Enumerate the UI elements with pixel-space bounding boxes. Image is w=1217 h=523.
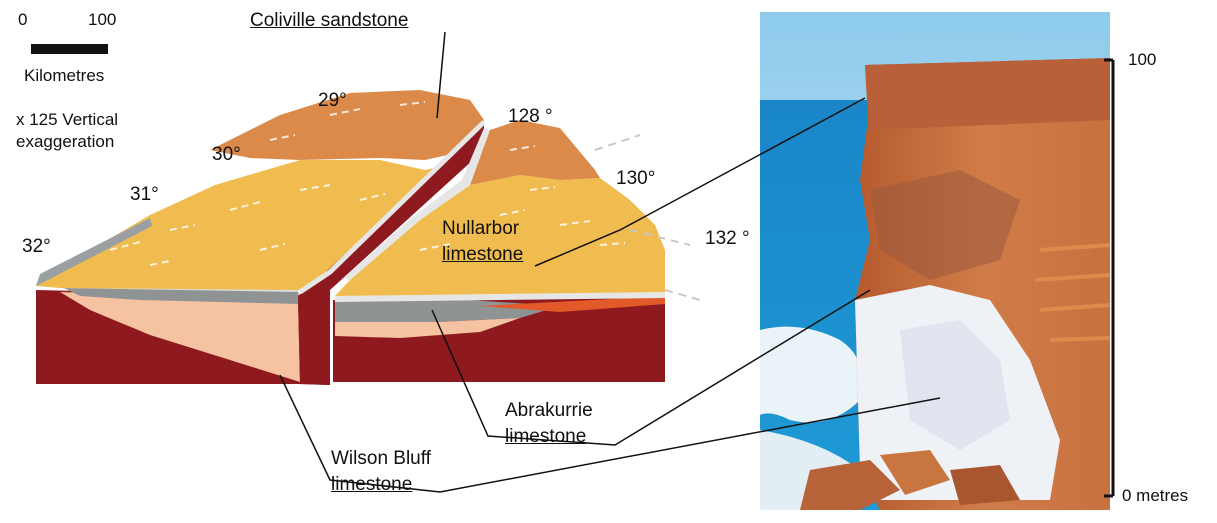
latitude-32: 32° [22, 236, 51, 258]
wilson-bluff-label-line1: Wilson Bluff [331, 448, 431, 470]
longitude-130: 130° [616, 168, 655, 190]
latitude-29: 29° [318, 90, 347, 112]
exaggeration-line2: exaggeration [16, 132, 114, 152]
wilson-bluff-label-line2: limestone [331, 474, 412, 496]
abrakurrie-label-line2: limestone [505, 426, 586, 448]
nullarbor-label-line1: Nullarbor [442, 218, 519, 240]
scale-bar-unit: Kilometres [24, 66, 104, 86]
scale-bar [31, 44, 108, 54]
latitude-30: 30° [212, 144, 241, 166]
scale-bar-end: 100 [88, 10, 116, 30]
right-coliville-cap [470, 120, 600, 185]
exaggeration-line1: x 125 Vertical [16, 110, 118, 130]
latitude-31: 31° [130, 184, 159, 206]
coliville-sandstone-label: Coliville sandstone [250, 10, 408, 32]
longitude-128: 128 ° [508, 106, 553, 128]
cliff-scale-top: 100 [1128, 50, 1156, 70]
left-coliville-cap [210, 90, 484, 160]
longitude-132: 132 ° [705, 228, 750, 250]
abrakurrie-label-line1: Abrakurrie [505, 400, 593, 422]
scale-bar-start: 0 [18, 10, 27, 30]
cliff-scale-bottom: 0 metres [1122, 486, 1188, 506]
cliff-photo [760, 12, 1110, 510]
nullarbor-label-line2: limestone [442, 244, 523, 266]
